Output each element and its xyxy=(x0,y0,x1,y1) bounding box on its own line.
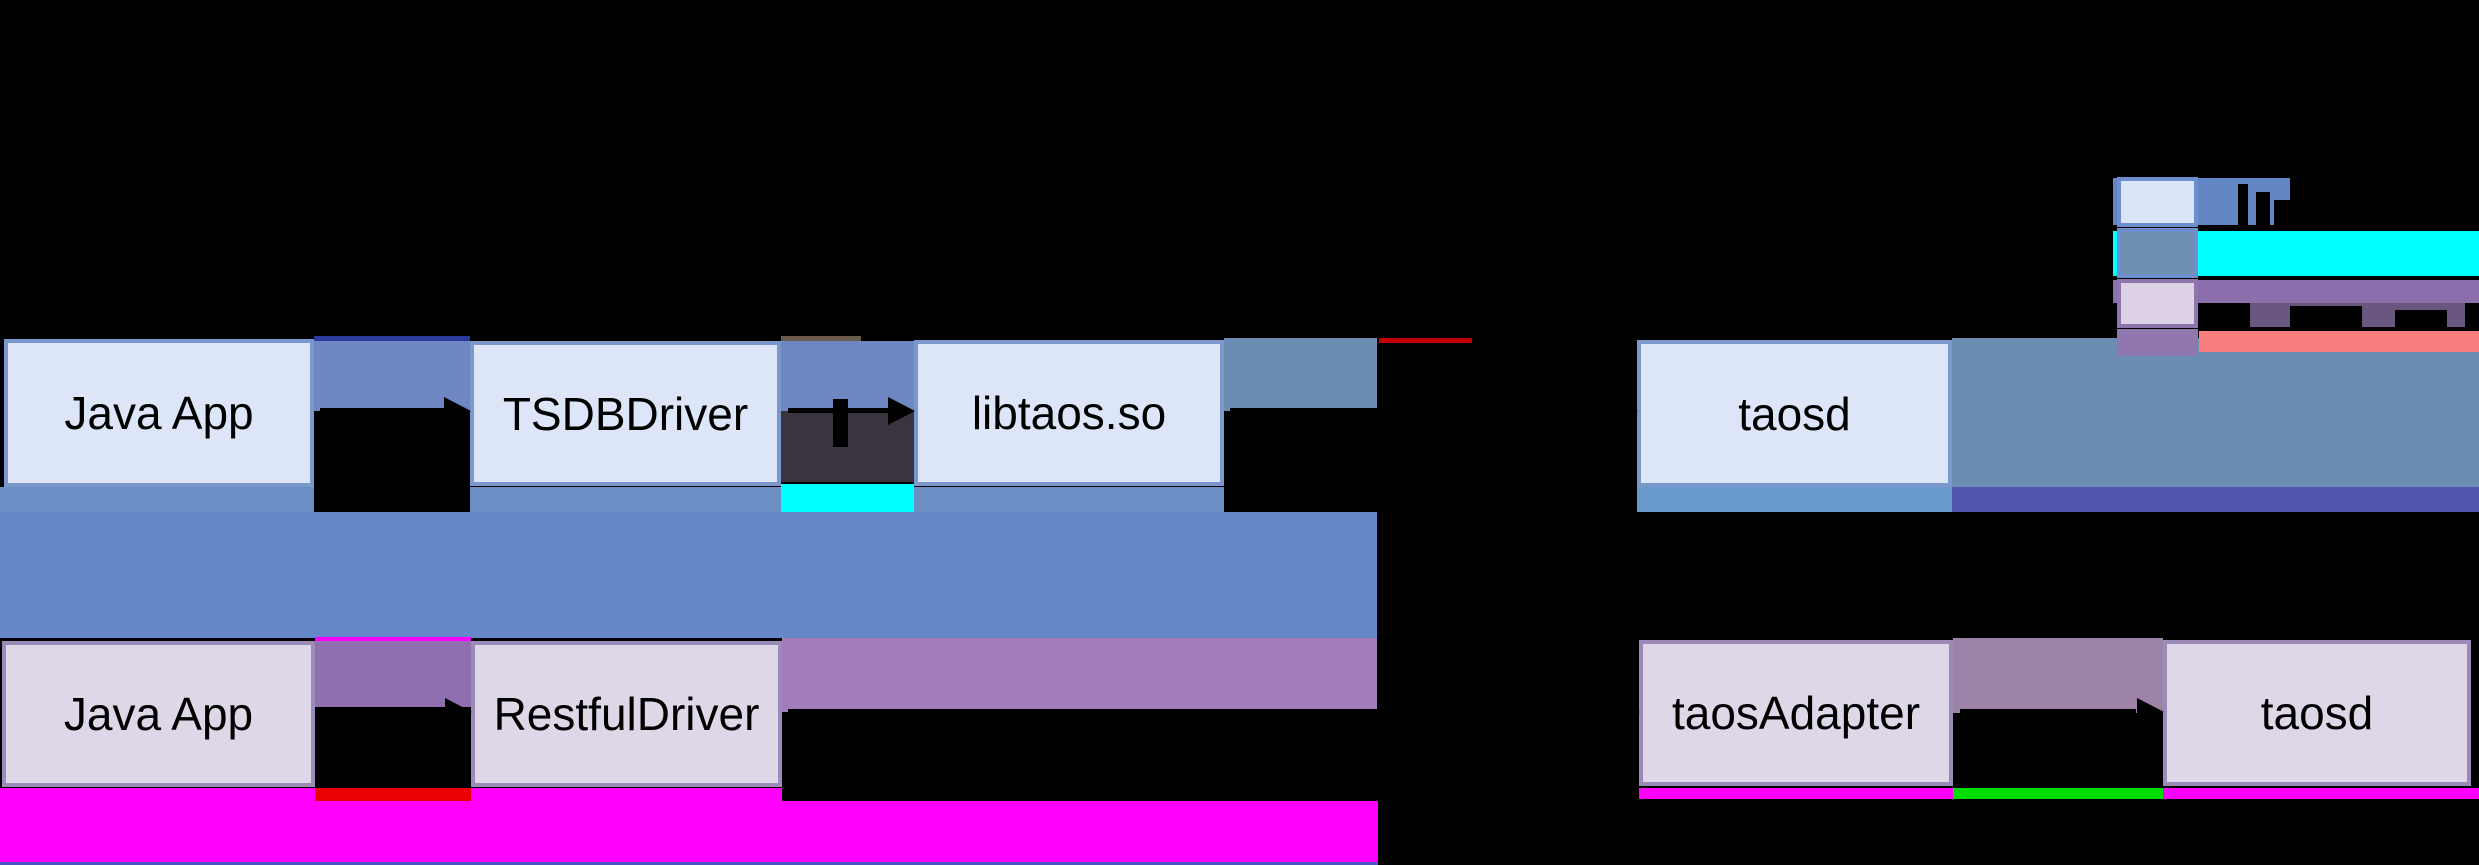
arrow-right-icon xyxy=(445,698,472,726)
flow-box-libtaos: libtaos.so xyxy=(914,340,1224,486)
gap1-top-line xyxy=(314,336,470,343)
arrow-restfuldriver-to-taosadapter xyxy=(788,709,1612,714)
strip-under-libtaos xyxy=(914,487,1224,512)
legend-band-4 xyxy=(2199,331,2479,352)
legend-swatch-steel-blue xyxy=(2117,228,2198,278)
flow-box-label: taosAdapter xyxy=(1671,687,1921,739)
red-annotation-line xyxy=(1379,338,1472,343)
arrow-libtaos-to-taosd xyxy=(1230,408,1611,413)
flow-box-taosadapter: taosAdapter xyxy=(1639,640,1953,786)
indigo-strip xyxy=(1952,487,2479,512)
big-blue-band xyxy=(0,512,1377,638)
arrow-right-icon xyxy=(2137,698,2164,726)
flow-box-label: taosd xyxy=(2260,687,2374,739)
magenta-strip-under-restfuldriver xyxy=(471,788,782,801)
arrow-javaapp-to-tsdbdriver xyxy=(320,408,446,413)
legend-swatch-lavender xyxy=(2117,279,2198,328)
legend-text-bite xyxy=(2238,184,2248,225)
legend-band-3 xyxy=(2113,280,2479,303)
flow-box-java-app-restful: Java App xyxy=(2,641,315,787)
legend-text-bite xyxy=(2274,200,2290,225)
magenta-strip-under-taosadapter xyxy=(1639,788,1953,799)
flow-box-label: Java App xyxy=(63,688,254,740)
gap2-top-line xyxy=(781,336,861,343)
legend-text-bite xyxy=(2256,192,2270,225)
legend-text-bite xyxy=(2290,306,2362,327)
bottom-gap1-purple-band xyxy=(315,641,471,707)
bottom-blue-line xyxy=(0,862,1378,865)
flow-box-taosd-restful: taosd xyxy=(2163,640,2471,786)
bottom-gap2-purple-band xyxy=(1953,638,2163,713)
arrow-right-icon xyxy=(444,397,471,425)
strip-under-tsdbdriver xyxy=(470,487,781,512)
flow-box-restfuldriver: RestfulDriver xyxy=(471,641,782,787)
cyan-strip xyxy=(781,484,914,512)
arrow-right-icon xyxy=(1611,397,1638,425)
strip-under-taosd xyxy=(1637,487,1952,512)
arrow-right-icon xyxy=(1613,698,1640,726)
green-strip xyxy=(1953,788,2163,799)
flow-box-taosd-jni: taosd xyxy=(1637,340,1952,487)
arrow-right-icon xyxy=(888,397,915,425)
flow-box-tsdbdriver: TSDBDriver xyxy=(470,341,781,486)
legend-swatch-purple xyxy=(2117,329,2198,356)
legend-text-bite xyxy=(2188,303,2250,327)
libtaos-right-steel-band xyxy=(1224,338,1377,411)
restful-right-purple-band xyxy=(782,638,1377,712)
flow-box-java-app-jni: Java App xyxy=(4,339,314,487)
flow-box-label: libtaos.so xyxy=(971,387,1167,439)
magenta-strip-under-javaapp xyxy=(0,788,315,801)
flow-box-label: TSDBDriver xyxy=(502,387,749,440)
server-steel-rect xyxy=(1952,338,2479,488)
flow-box-label: RestfulDriver xyxy=(493,688,760,740)
red-strip xyxy=(315,788,471,801)
magenta-strip-under-taosd xyxy=(2163,788,2479,799)
flow-box-label: Java App xyxy=(64,387,254,439)
arrow-taosadapter-to-taosd xyxy=(1960,709,2136,714)
arrow-tick-mark xyxy=(833,399,848,447)
legend-text-bite xyxy=(2395,310,2447,327)
flow-box-label: taosd xyxy=(1738,387,1851,440)
strip-under-javaapp xyxy=(0,487,314,512)
arrow-javaapp-to-restfuldriver xyxy=(322,709,446,714)
bottom-gap1-top-line xyxy=(315,637,471,641)
big-magenta-band xyxy=(0,801,1378,862)
legend-swatch-light-blue xyxy=(2117,177,2198,227)
